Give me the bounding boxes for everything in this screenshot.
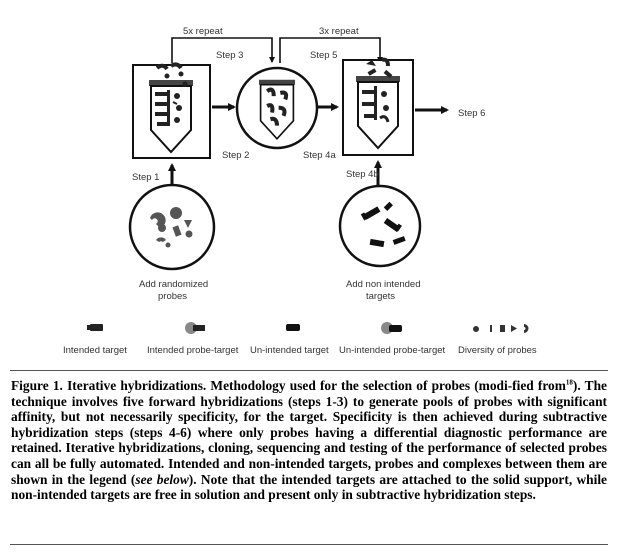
legend-unintended-probe-target: Un-intended probe-target	[339, 345, 446, 356]
probe-pool-glyphs	[150, 207, 193, 248]
step5-label: Step 5	[310, 50, 337, 61]
step2-label: Step 2	[222, 150, 249, 161]
step4a-label: Step 4a	[303, 150, 336, 161]
repeat-loop-left	[171, 37, 275, 63]
unintended-probe-target-icon	[381, 322, 402, 334]
probe-pool-circle	[128, 183, 216, 271]
tube-wash	[258, 78, 296, 140]
caption-top-rule	[10, 370, 608, 371]
legend-intended-probe-target: Intended probe-target	[147, 345, 239, 356]
step1-label: Step 1	[132, 172, 159, 183]
methodology-diagram: 5x repeat 3x repeat Step 3	[63, 26, 537, 356]
intended-target-icon	[87, 324, 103, 331]
caption-title: Figure 1. Iterative hybridizations. Meth…	[11, 378, 566, 393]
intended-probe-target-icon	[185, 322, 205, 334]
probe-diversity-icon	[473, 324, 529, 333]
add-randomized-label-2: probes	[158, 291, 187, 302]
step3-label: Step 3	[216, 50, 243, 61]
caption-body-2: ). Note that the intended targets are at…	[11, 471, 607, 503]
unintended-target-icon	[286, 324, 300, 331]
repeat-label-3x: 3x repeat	[319, 26, 359, 37]
add-nonintended-label-1: Add non intended	[346, 279, 420, 290]
tube-forward	[148, 62, 194, 153]
caption-body-1: ). The technique involves five forward h…	[11, 378, 607, 487]
legend-probe-diversity: Diversity of probes	[458, 345, 537, 356]
repeat-label-5x: 5x repeat	[183, 26, 223, 37]
step4b-label: Step 4b	[346, 169, 379, 180]
caption-bottom-rule	[10, 544, 608, 545]
legend: Intended target Intended probe-target Un…	[63, 322, 537, 356]
step6-label: Step 6	[458, 108, 485, 119]
caption-see-below: see below	[135, 471, 189, 487]
add-randomized-label-1: Add randomized	[139, 279, 208, 290]
tube-subtractive	[355, 57, 401, 149]
legend-intended-target: Intended target	[63, 345, 127, 356]
figure-caption: Figure 1. Iterative hybridizations. Meth…	[11, 378, 607, 503]
nontarget-pool-glyphs	[360, 201, 406, 248]
add-nonintended-label-2: targets	[366, 291, 395, 302]
nontarget-pool-circle	[338, 184, 422, 268]
repeat-loop-right	[279, 37, 383, 63]
legend-unintended-target: Un-intended target	[250, 345, 329, 356]
caption-reference: 18	[565, 378, 573, 387]
